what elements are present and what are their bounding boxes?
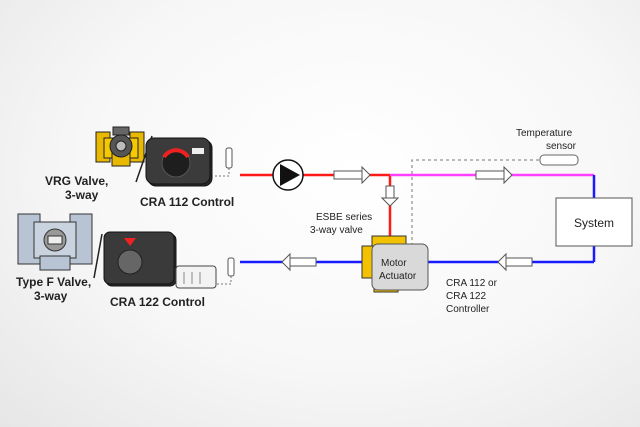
cra122-label: CRA 122 Control xyxy=(110,295,205,309)
vrg-valve-label-1: VRG Valve, xyxy=(45,174,108,188)
temperature-sensor-icon xyxy=(539,154,579,166)
flow-arrow-icon xyxy=(380,185,400,207)
flow-arrow-icon xyxy=(497,252,533,272)
cra112-controller-icon xyxy=(145,137,213,187)
type-f-valve-label-1: Type F Valve, xyxy=(16,275,91,289)
cra112-sensor-icon xyxy=(212,147,233,177)
valve-label-2: 3-way valve xyxy=(310,225,363,236)
actuator-label-1: Motor xyxy=(381,258,407,269)
pump-icon xyxy=(272,159,304,191)
vrg-valve-icon xyxy=(95,126,145,167)
temperature-sensor-label-2: sensor xyxy=(546,141,577,152)
temperature-sensor-label-1: Temperature xyxy=(516,128,573,139)
flow-arrow-icon xyxy=(333,165,371,185)
type-f-valve-label-2: 3-way xyxy=(34,289,68,303)
cra122-sensor-icon xyxy=(216,257,235,285)
cra122-controller-icon xyxy=(103,231,217,289)
flow-arrow-icon xyxy=(281,252,317,272)
valve-label-1: ESBE series xyxy=(316,212,372,223)
system-label: System xyxy=(574,216,614,230)
motor-actuator: Motor Actuator xyxy=(371,243,429,291)
controller-label-1: CRA 112 or xyxy=(446,278,498,289)
controller-label-3: Controller xyxy=(446,304,490,315)
cra112-label: CRA 112 Control xyxy=(140,195,234,209)
actuator-label-2: Actuator xyxy=(379,271,417,282)
type-f-valve-icon xyxy=(17,213,93,271)
controller-label-2: CRA 122 xyxy=(446,291,486,302)
vrg-valve-label-2: 3-way xyxy=(65,188,99,202)
flow-arrow-icon xyxy=(475,165,513,185)
system-box: System xyxy=(555,197,633,247)
sensor-signal-line xyxy=(411,159,540,246)
